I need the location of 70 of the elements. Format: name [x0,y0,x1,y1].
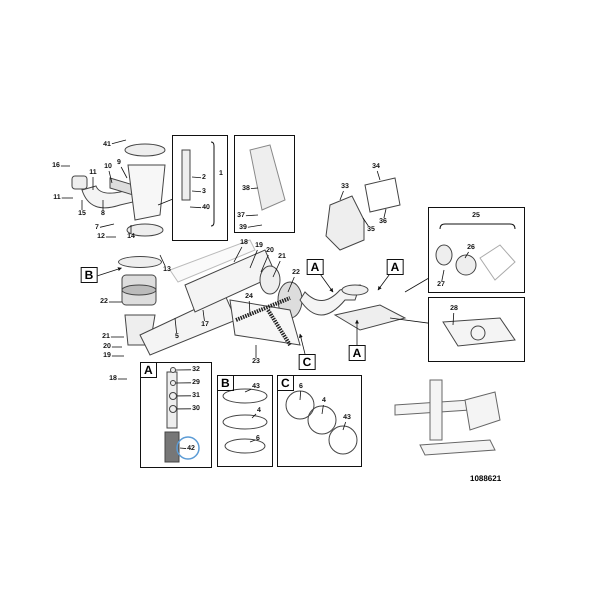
leader-line [202,310,205,322]
leader-line [250,440,256,442]
arrow [355,320,359,346]
leader-line [362,218,369,226]
leader-line [190,206,202,208]
leader-line [180,448,186,449]
leader-line [176,395,192,396]
view-marker: A [348,345,366,361]
leader-line [100,224,114,228]
leader-line [246,214,258,216]
leader-line [260,254,269,272]
leader-line [376,170,380,180]
view-marker: A [386,259,404,275]
leader-line [248,224,262,228]
detail-frame [277,375,362,467]
leader-line [108,170,112,184]
leader-line [106,236,116,238]
leader-line [390,318,428,324]
leader-line [160,254,166,266]
leader-line [250,188,258,189]
leader-line [176,382,192,384]
detail-letter: B [218,376,234,391]
leader-line [300,390,302,400]
leader-line [464,252,469,258]
leader-line [130,224,132,234]
arrow [378,274,390,290]
view-marker: A [306,259,324,275]
arrow [320,274,334,292]
detail-frame [217,375,273,467]
view-marker: B [80,267,98,283]
leader-line [404,278,428,292]
leader-line [288,276,295,292]
leader-line [92,176,94,190]
leader-line [158,198,172,206]
arrow [298,334,306,354]
arrow [96,267,122,276]
leader-line [272,260,281,278]
drawing-number: 1088621 [470,474,502,483]
flange-ring [118,256,162,268]
detail-frame [172,135,228,241]
detail-frame [428,297,525,362]
washer [170,367,176,373]
leader-line [110,336,124,338]
leader-line [322,404,324,414]
detail-letter: C [278,376,294,391]
leader-line [176,408,192,410]
detail-frame [140,362,212,468]
detail-letter: A [141,363,157,378]
leader-line [441,270,444,282]
leader-line [176,369,192,370]
leader-line [112,346,122,348]
leader-line [118,378,128,380]
leader-line [244,388,252,392]
leader-line [250,250,258,268]
leader-line [234,246,242,262]
leader-line [342,422,346,430]
leader-line [112,140,126,144]
leader-line [452,312,454,326]
view-marker: C [298,354,316,370]
leader-line [174,318,177,334]
leader-line [120,166,128,178]
leader-line [384,208,386,218]
leader-line [252,414,256,418]
leader-line [102,200,104,210]
detail-frame [428,207,525,293]
leader-line [192,190,202,192]
leader-line [248,300,250,316]
detail-frame [234,135,295,233]
leader-line [340,190,344,200]
leader-line [192,176,202,178]
